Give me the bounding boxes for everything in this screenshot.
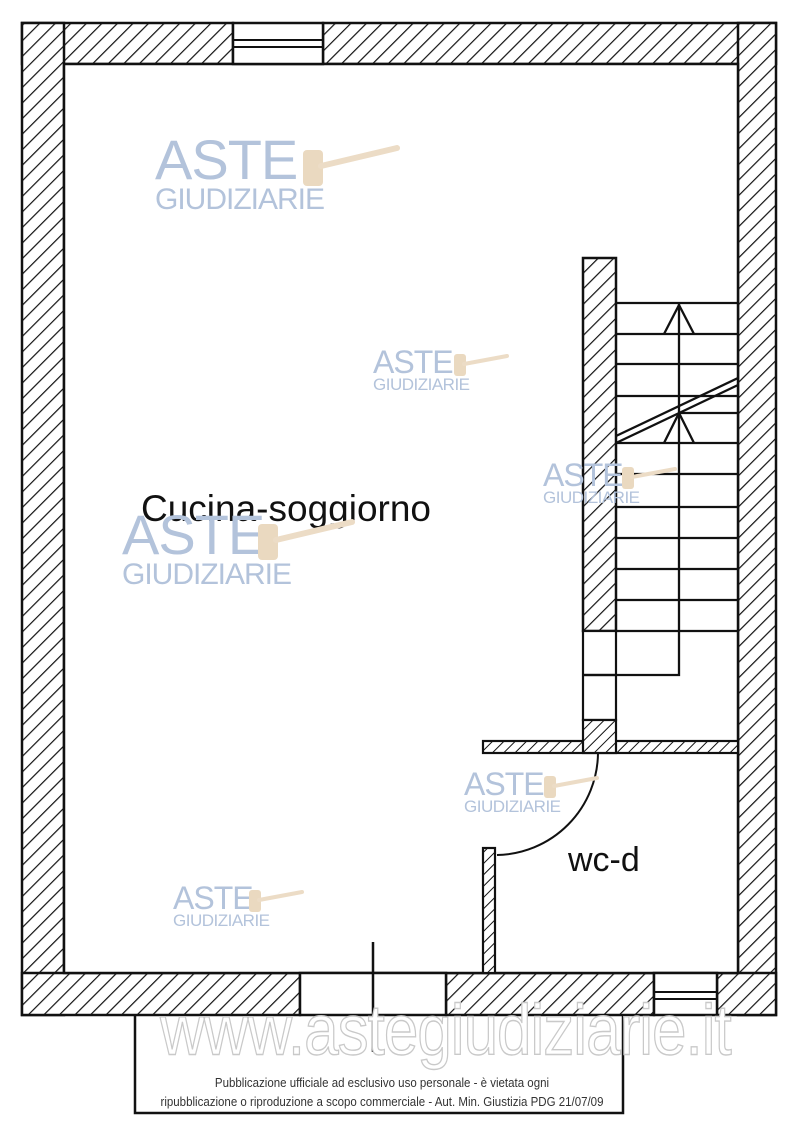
watermark-aste-giudiziarie: ASTE GIUDIZIARIE xyxy=(155,128,325,217)
site-watermark: www.astegiudiziarie.it xyxy=(159,990,732,1071)
gavel-icon xyxy=(544,776,599,798)
disclaimer-line-2: ripubblicazione o riproduzione a scopo c… xyxy=(160,1095,604,1109)
disclaimer: Pubblicazione ufficiale ad esclusivo uso… xyxy=(159,1074,604,1112)
gavel-icon xyxy=(303,145,400,186)
window-top xyxy=(231,21,325,66)
entrance-opening xyxy=(298,942,448,1052)
exterior-walls xyxy=(20,21,778,1017)
stair-wall xyxy=(581,256,618,633)
window-bottom-right xyxy=(652,971,719,1017)
watermark-aste-giudiziarie: ASTE GIUDIZIARIE xyxy=(373,344,470,395)
watermark-aste-giudiziarie: ASTE GIUDIZIARIE xyxy=(122,503,292,592)
gavel-icon xyxy=(249,890,304,912)
room-label-cucina-soggiorno: Cucina-soggiorno xyxy=(141,488,432,529)
disclaimer-line-1: Pubblicazione ufficiale ad esclusivo uso… xyxy=(214,1076,550,1090)
staircase xyxy=(583,301,739,677)
gavel-icon xyxy=(454,354,509,376)
wc-door-swing xyxy=(496,752,599,856)
watermark-aste-giudiziarie: ASTE GIUDIZIARIE xyxy=(173,880,270,931)
watermark-aste-giudiziarie: ASTE GIUDIZIARIE xyxy=(543,457,640,508)
balcony-outline xyxy=(133,1015,625,1115)
room-label-wc-d: wc-d xyxy=(568,841,640,879)
wc-top-wall xyxy=(481,718,740,755)
wc-left-wall xyxy=(481,846,497,975)
gavel-icon xyxy=(622,467,677,489)
watermark-aste-giudiziarie: ASTE GIUDIZIARIE xyxy=(464,766,561,817)
gavel-icon xyxy=(258,519,355,560)
